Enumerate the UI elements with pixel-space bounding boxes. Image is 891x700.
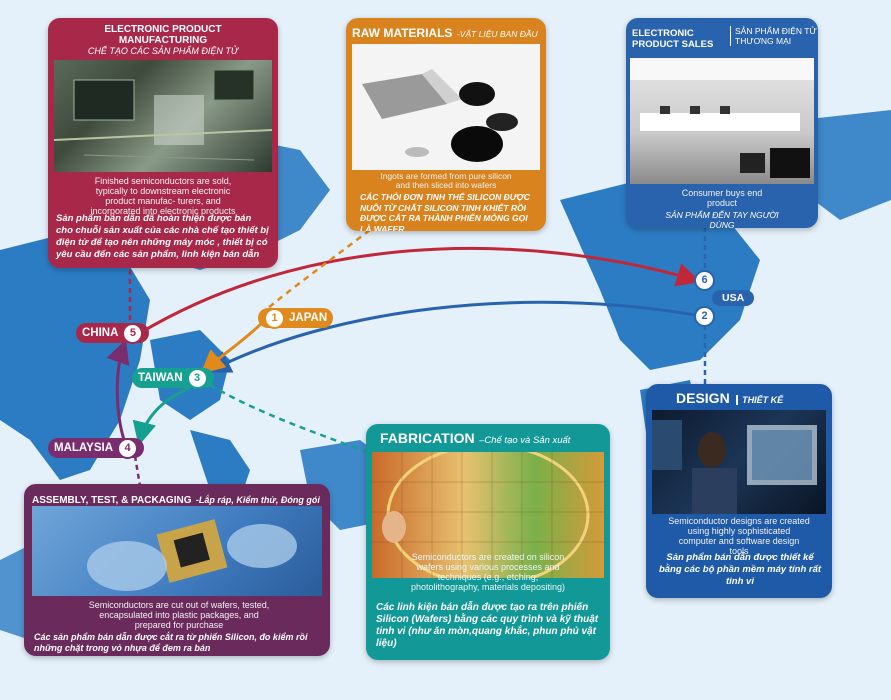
location-japan: 1 JAPAN (258, 307, 334, 329)
assembly-en-text: Semiconductors are cut out of wafers, te… (88, 600, 270, 630)
location-usa: USA (712, 290, 755, 306)
assembly-subtitle: -Lắp ráp, Kiểm thử, Đóng gói (195, 495, 320, 505)
step-6-marker: 6 (694, 269, 715, 291)
workstation-icon (652, 420, 817, 514)
card-fabrication: FABRICATION –Chế tạo và Sản xuất Semicon… (366, 424, 610, 660)
assembly-title-row: ASSEMBLY, TEST, & PACKAGING -Lắp ráp, Ki… (32, 490, 326, 508)
raw-vi-text: CÁC THỎI ĐƠN TINH THỂ SILICON ĐƯỢC NUÔI … (360, 192, 530, 231)
step-4-marker: 4 (117, 437, 138, 459)
taiwan-label: TAIWAN (138, 372, 183, 384)
arrow-malaysia-to-china (106, 339, 130, 441)
step-3-marker: 3 (186, 367, 208, 389)
chip-photo (32, 506, 322, 596)
fab-subtitle: –Chế tạo và Sản xuất (479, 435, 571, 446)
card-raw-materials: RAW MATERIALS -VẬT LIỆU BAN ĐẦU Ingots a… (346, 18, 546, 231)
fab-vi-text: Các linh kiện bán dẫn được tạo ra trên p… (376, 602, 599, 649)
design-title: DESIGN (676, 390, 730, 406)
designer-photo (652, 410, 826, 514)
china-label: CHINA (82, 327, 119, 339)
card-manufacturing: ELECTRONIC PRODUCT MANUFACTURING CHẾ TẠO… (48, 18, 278, 268)
japan-label: JAPAN (289, 312, 328, 324)
card-assembly: ASSEMBLY, TEST, & PACKAGING -Lắp ráp, Ki… (24, 484, 330, 656)
card-design: DESIGN THIẾT KẾ Semiconductor designs ar… (646, 384, 832, 598)
sales-title: ELECTRONIC PRODUCT SALES (632, 28, 714, 50)
manufacturing-en-text: Finished semiconductors are sold, typica… (90, 176, 236, 216)
fab-en-text: Semiconductors are created on silicon wa… (411, 552, 565, 592)
wafer-icon (372, 452, 604, 578)
phone-store-icon (630, 58, 814, 178)
manufacturing-vi-text: Sản phẩm bán dẫn đã hoàn thiện được bán … (56, 213, 269, 260)
arrow-taiwan-to-fab (209, 383, 373, 457)
wafer-photo (372, 452, 604, 578)
assembly-title: ASSEMBLY, TEST, & PACKAGING (32, 495, 192, 506)
ingot-wafer-icon (362, 69, 518, 162)
location-taiwan: TAIWAN 3 (132, 367, 214, 389)
raw-en-text: Ingots are formed from pure silicon and … (380, 171, 512, 190)
assembly-vi-text: Các sản phẩm bán dẫn được cắt ra từ phiế… (34, 632, 308, 653)
location-usa-design-step: 2 (694, 305, 715, 327)
raw-title: RAW MATERIALS (352, 26, 453, 40)
step-5-marker: 5 (122, 322, 144, 344)
silicon-ingot-photo (352, 44, 540, 170)
design-title-row: DESIGN THIẾT KẾ (676, 390, 826, 408)
card-sales: ELECTRONIC PRODUCT SALES SẢN PHẨM ĐIỆN T… (626, 18, 818, 228)
circuit-board-photo (54, 60, 272, 172)
malaysia-label: MALAYSIA (54, 442, 113, 454)
design-subtitle: THIẾT KẾ (736, 395, 784, 405)
location-china: CHINA 5 (76, 322, 150, 344)
usa-label: USA (722, 292, 745, 304)
sales-en-text: Consumer buys end product (681, 188, 763, 208)
manufacturing-title: ELECTRONIC PRODUCT MANUFACTURING (104, 24, 222, 46)
chip-icon (87, 519, 297, 591)
arrow-taiwan-to-malaysia (132, 386, 191, 446)
raw-subtitle: -VẬT LIỆU BAN ĐẦU (456, 29, 538, 39)
manufacturing-subtitle: CHẾ TẠO CÁC SẢN PHẨM ĐIỆN TỬ (87, 46, 239, 56)
step-2-marker: 2 (694, 305, 715, 327)
fab-title-row: FABRICATION –Chế tạo và Sản xuất (380, 430, 610, 448)
raw-title-row: RAW MATERIALS -VẬT LIỆU BAN ĐẦU (352, 24, 542, 42)
sales-subtitle: SẢN PHẨM ĐIỆN TỬ THƯƠNG MẠI (730, 26, 818, 46)
circuit-board-icon (54, 69, 272, 161)
location-usa-sales-step: 6 (694, 269, 715, 291)
design-vi-text: Sản phẩm bán dẫn được thiết kế bằng các … (658, 552, 822, 587)
arrow-raw-to-japan (267, 229, 371, 309)
location-malaysia: MALAYSIA 4 (48, 437, 144, 459)
fab-title: FABRICATION (380, 430, 475, 446)
arrow-usa-to-taiwan (206, 300, 696, 373)
arrow-japan-to-taiwan (200, 318, 267, 374)
store-photo (630, 58, 814, 184)
sales-vi-text: SẢN PHẨM ĐẾN TAY NGƯỜI DÙNG (665, 210, 779, 228)
arrow-china-to-usa (139, 246, 701, 335)
step-1-marker: 1 (264, 307, 285, 329)
design-en-text: Semiconductor designs are created using … (668, 516, 810, 556)
